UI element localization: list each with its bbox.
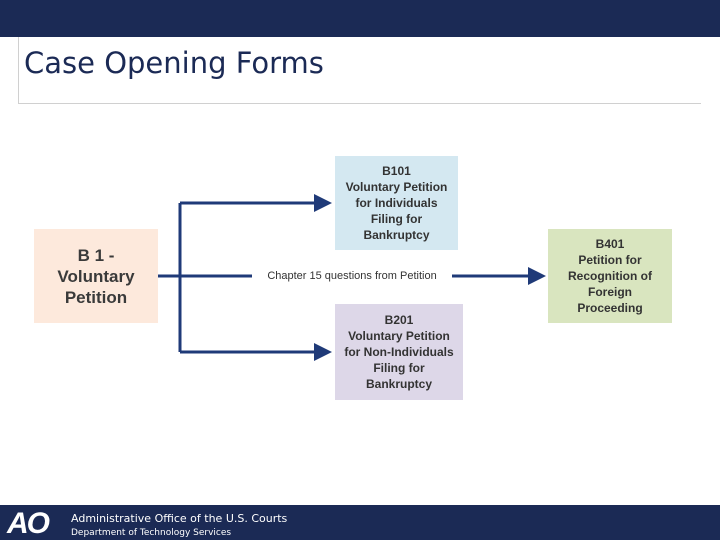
box-line: B101 bbox=[382, 164, 411, 178]
box-line: Proceeding bbox=[577, 301, 643, 315]
box-line: Filing for bbox=[370, 212, 423, 226]
box-line: for Non-Individuals bbox=[344, 345, 454, 359]
page-title: Case Opening Forms bbox=[24, 46, 324, 80]
top-banner bbox=[0, 0, 720, 37]
box-line: Bankruptcy bbox=[363, 228, 430, 242]
box-line: B201 bbox=[384, 313, 414, 327]
footer-department: Department of Technology Services bbox=[71, 528, 232, 538]
box-line: Petition for bbox=[578, 253, 642, 267]
box-line: Voluntary bbox=[57, 266, 135, 286]
box-line: Recognition of bbox=[568, 269, 652, 283]
box-line: Voluntary Petition bbox=[345, 180, 448, 194]
title-divider bbox=[18, 37, 701, 104]
box-line: Petition bbox=[64, 287, 128, 307]
footer-bar: AO Administrative Office of the U.S. Cou… bbox=[0, 505, 720, 540]
box-line: B401 bbox=[595, 237, 625, 251]
b201-box: B201 Voluntary Petition for Non-Individu… bbox=[335, 304, 463, 400]
box-line: for Individuals bbox=[355, 196, 438, 210]
b401-box: B401 Petition for Recognition of Foreign… bbox=[548, 229, 672, 323]
box-line: Voluntary Petition bbox=[348, 329, 450, 343]
footer-organization: Administrative Office of the U.S. Courts bbox=[71, 512, 288, 525]
connector-label: Chapter 15 questions from Petition bbox=[252, 268, 452, 284]
box-line: Bankruptcy bbox=[365, 377, 433, 391]
box-line: Foreign bbox=[588, 285, 632, 299]
ao-logo: AO bbox=[7, 507, 50, 540]
b1-voluntary-petition-box: B 1 - Voluntary Petition bbox=[34, 229, 158, 323]
box-line: B 1 - bbox=[77, 245, 115, 265]
b101-box: B101 Voluntary Petition for Individuals … bbox=[335, 156, 458, 250]
box-line: Filing for bbox=[373, 361, 425, 375]
